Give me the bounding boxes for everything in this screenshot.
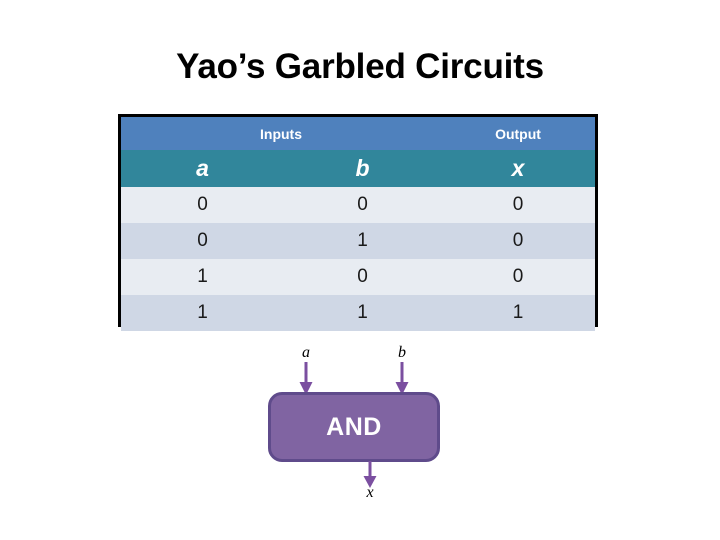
- table-row: 0 0 0: [121, 187, 595, 223]
- group-header-output: Output: [441, 117, 595, 150]
- cell-b: 0: [284, 187, 441, 223]
- cell-x: 0: [441, 259, 595, 295]
- table-row: 1 0 0: [121, 259, 595, 295]
- output-arrow-x: [363, 461, 377, 488]
- column-header-a: a: [121, 150, 284, 187]
- and-gate-body: AND: [268, 392, 440, 462]
- cell-a: 1: [121, 259, 284, 295]
- cell-a: 1: [121, 295, 284, 331]
- truth-table: Inputs Output a b x 0 0 0 0 1 0: [118, 114, 598, 331]
- table-group-header-row: Inputs Output: [121, 117, 595, 150]
- truth-table-grid: Inputs Output a b x 0 0 0 0 1 0: [121, 117, 595, 331]
- cell-b: 1: [284, 295, 441, 331]
- group-header-inputs: Inputs: [121, 117, 441, 150]
- table-row: 1 1 1: [121, 295, 595, 331]
- column-header-x: x: [441, 150, 595, 187]
- cell-b: 0: [284, 259, 441, 295]
- cell-a: 0: [121, 187, 284, 223]
- input-wire-label-b: b: [398, 344, 406, 361]
- cell-x: 1: [441, 295, 595, 331]
- and-gate-diagram: a b AND x: [240, 336, 480, 516]
- cell-x: 0: [441, 223, 595, 259]
- cell-b: 1: [284, 223, 441, 259]
- cell-a: 0: [121, 223, 284, 259]
- and-gate-label: AND: [326, 412, 382, 441]
- cell-x: 0: [441, 187, 595, 223]
- output-wire-label-x: x: [366, 484, 374, 501]
- input-arrow-b: [395, 362, 409, 395]
- table-column-header-row: a b x: [121, 150, 595, 187]
- input-arrow-a: [299, 362, 313, 395]
- column-header-b: b: [284, 150, 441, 187]
- input-wire-label-a: a: [302, 344, 310, 361]
- table-row: 0 1 0: [121, 223, 595, 259]
- page-title: Yao’s Garbled Circuits: [176, 47, 544, 86]
